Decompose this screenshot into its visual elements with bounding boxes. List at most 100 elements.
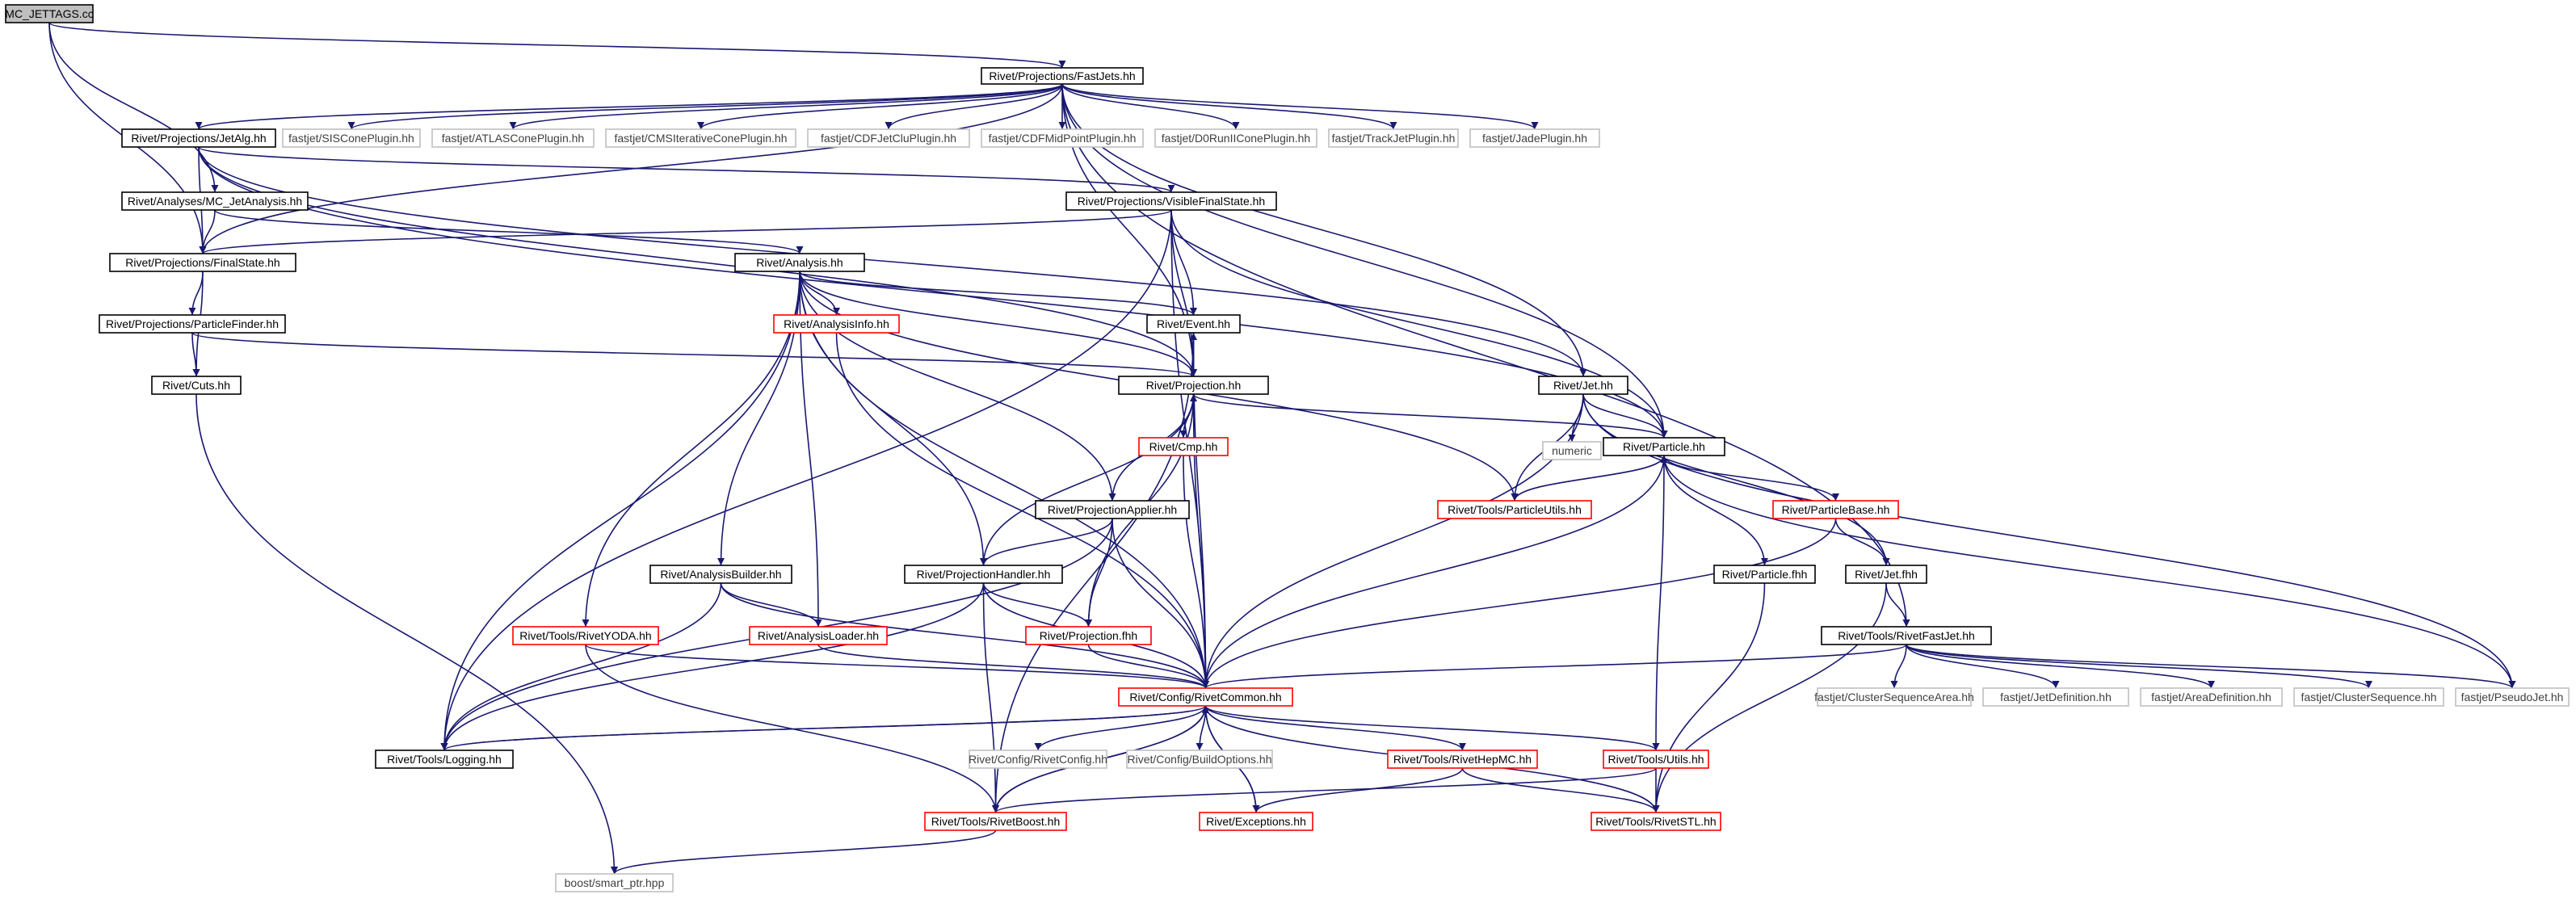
header-node[interactable]: Rivet/Jet.fhh [1845,565,1927,584]
root-file-node: MC_JETTAGS.cc [5,4,94,23]
include-edge [1204,705,1466,751]
node-box [151,376,242,395]
node-label: Rivet/Projection.hh [1146,379,1242,392]
node-box [1065,191,1277,211]
node-box [1817,687,1972,707]
external-header-node: fastjet/ClusterSequence.hh [2293,687,2444,707]
node-label: Rivet/Jet.hh [1553,379,1613,392]
node-box [555,873,674,892]
node-box [2455,687,2570,707]
external-header-node: fastjet/CDFMidPointPlugin.hh [981,128,1144,148]
header-node[interactable]: Rivet/Tools/RivetFastJet.hh [1821,626,1992,645]
header-node[interactable]: Rivet/Event.hh [1146,314,1241,334]
header-node[interactable]: Rivet/Tools/RivetYODA.hh [512,626,659,645]
header-node[interactable]: Rivet/Cmp.hh [1138,437,1229,456]
header-node[interactable]: Rivet/Tools/Utils.hh [1603,750,1709,769]
node-label: Rivet/Jet.fhh [1855,568,1918,581]
header-node[interactable]: Rivet/Tools/RivetHepMC.hh [1387,750,1538,769]
include-edge [980,393,1195,566]
header-node[interactable]: Rivet/Exceptions.hh [1199,812,1313,831]
node-box [1126,750,1273,769]
header-node[interactable]: Rivet/AnalysisLoader.hh [749,626,888,645]
include-edge [443,705,1209,751]
node-label: fastjet/AreaDefinition.hh [2151,691,2271,703]
header-node[interactable]: Rivet/ProjectionApplier.hh [1035,500,1190,519]
include-edge [992,767,1657,813]
node-label: Rivet/Analysis.hh [756,256,843,269]
header-node[interactable]: Rivet/ParticleBase.hh [1772,500,1899,519]
node-box [2293,687,2444,707]
node-box [1387,750,1538,769]
include-edge [982,582,999,813]
header-node[interactable]: Rivet/Jet.hh [1538,376,1628,395]
header-node[interactable]: Rivet/Projections/JetAlg.hh [121,128,276,148]
include-edge [1192,393,1668,439]
external-header-node: fastjet/PseudoJet.hh [2455,687,2570,707]
node-box [1118,376,1269,395]
include-edge [1906,644,2372,689]
include-edge [799,271,1197,316]
include-edge [1652,582,1887,813]
node-box [1982,687,2129,707]
node-label: Rivet/Config/RivetCommon.hh [1129,691,1281,703]
node-label: Rivet/Tools/RivetFastJet.hh [1838,629,1975,642]
header-node[interactable]: Rivet/Analyses/MC_JetAnalysis.hh [121,191,309,211]
include-edge [1085,518,1113,628]
include-edge [191,332,1197,377]
node-box [1199,812,1313,831]
include-edge [799,271,1197,377]
header-node[interactable]: Rivet/Tools/RivetSTL.hh [1591,812,1721,831]
include-edge [1582,393,1890,566]
node-box [375,750,514,769]
node-box [121,191,309,211]
include-edge [582,271,801,628]
header-node[interactable]: Rivet/Tools/Logging.hh [375,750,514,769]
header-node[interactable]: Rivet/Projections/ParticleFinder.hh [99,314,286,334]
header-node[interactable]: Rivet/Projection.hh [1118,376,1269,395]
header-node[interactable]: Rivet/Projection.fhh [1025,626,1152,645]
external-header-node: boost/smart_ptr.hpp [555,873,674,892]
node-label: Rivet/Config/RivetConfig.hh [969,753,1107,766]
header-node[interactable]: Rivet/Config/RivetCommon.hh [1118,687,1293,707]
include-edge [1582,393,1668,439]
node-label: fastjet/ClusterSequenceArea.hh [1814,691,1974,703]
header-node[interactable]: Rivet/Projections/FastJets.hh [981,67,1144,85]
node-label: Rivet/Projections/ParticleFinder.hh [106,317,279,330]
node-box [1821,626,1992,645]
include-edge [48,22,1066,69]
include-edge [1663,455,2516,689]
node-box [807,128,970,148]
include-edge [1663,455,1839,502]
include-edge [697,83,1063,130]
external-header-node: fastjet/TrackJetPlugin.hh [1328,128,1459,148]
header-node[interactable]: Rivet/AnalysisBuilder.hh [649,565,792,584]
include-edge [835,332,1209,689]
include-edge [1061,83,1668,439]
node-box [1542,441,1602,460]
header-node[interactable]: Rivet/Tools/RivetBoost.hh [924,812,1067,831]
include-edge [440,271,801,751]
header-node[interactable]: Rivet/Particle.hh [1603,437,1725,456]
node-box [1469,128,1600,148]
header-node[interactable]: Rivet/Analysis.hh [734,253,865,272]
external-header-node: fastjet/JetDefinition.hh [1982,687,2129,707]
header-node[interactable]: Rivet/Projections/VisibleFinalState.hh [1065,191,1277,211]
include-edge [1061,83,1240,130]
header-node[interactable]: Rivet/AnalysisInfo.hh [773,314,900,334]
include-edge [440,582,722,751]
node-label: Rivet/Tools/Logging.hh [387,753,502,766]
include-edge [48,22,219,193]
header-node[interactable]: Rivet/Particle.fhh [1713,565,1816,584]
node-label: Rivet/Tools/RivetBoost.hh [931,815,1061,828]
header-node[interactable]: Rivet/Cuts.hh [151,376,242,395]
node-box [904,565,1063,584]
header-node[interactable]: Rivet/Projections/FinalState.hh [109,253,296,272]
external-header-node: Rivet/Config/RivetConfig.hh [969,750,1107,769]
edges-layer [48,22,2516,875]
include-edge [199,209,1172,254]
node-label: Rivet/Projections/FinalState.hh [125,256,279,269]
header-node[interactable]: Rivet/Tools/ParticleUtils.hh [1437,500,1592,519]
include-edge [198,146,1197,377]
include-edge [440,582,985,751]
header-node[interactable]: Rivet/ProjectionHandler.hh [904,565,1063,584]
